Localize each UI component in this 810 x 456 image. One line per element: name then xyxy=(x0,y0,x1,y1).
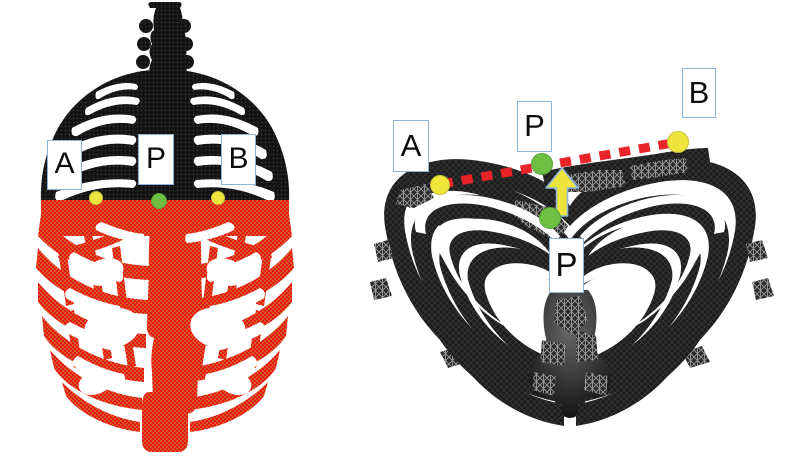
label-text-a: A xyxy=(54,147,75,180)
marker-green-p xyxy=(151,193,167,209)
label-box-p: P xyxy=(138,134,174,185)
marker-yellow-a xyxy=(430,175,450,195)
label-box-p-bottom: P xyxy=(549,238,584,293)
label-box-b: B xyxy=(221,134,256,185)
label-box-a: A xyxy=(47,140,82,190)
marker-green-p-upper xyxy=(531,153,553,175)
label-text-p-bottom: P xyxy=(555,246,578,283)
label-text-p-top: P xyxy=(524,108,545,143)
label-text-b: B xyxy=(228,141,249,175)
marker-yellow-b xyxy=(667,131,689,153)
axial-rib-cage-panel: A P B P xyxy=(330,0,810,456)
label-box-a: A xyxy=(393,120,429,172)
axial-rib-cage-mesh xyxy=(370,148,774,426)
label-text-b: B xyxy=(688,74,710,110)
anterior-rib-cage-mesh xyxy=(36,2,294,452)
label-box-p-top: P xyxy=(517,101,552,152)
marker-green-p-lower xyxy=(539,207,561,229)
marker-yellow-a xyxy=(89,191,103,205)
anterior-rib-cage-panel: A P B xyxy=(0,0,330,456)
label-text-p: P xyxy=(145,141,166,175)
label-box-b: B xyxy=(682,68,716,118)
marker-yellow-b xyxy=(211,191,225,205)
label-text-a: A xyxy=(400,127,422,163)
